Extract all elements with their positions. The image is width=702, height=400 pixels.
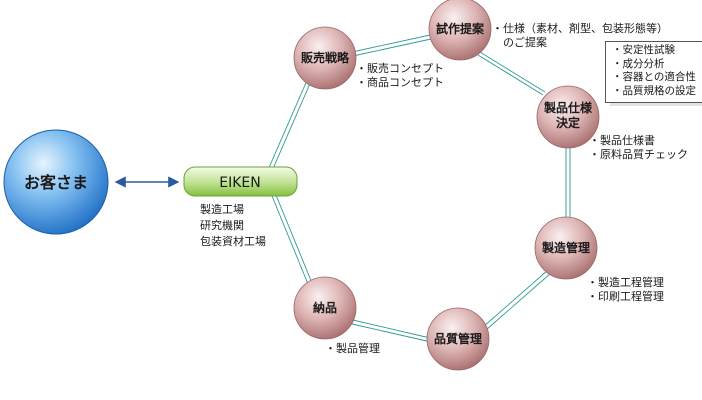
cycle-node-qc: 品質管理	[426, 307, 490, 371]
hub-facility-line: 包装資材工場	[200, 235, 266, 248]
cycle-node-delivery: 納品	[293, 276, 357, 340]
note-line: ・原料品質チェック	[589, 148, 688, 161]
cycle-node-label: 販売戦略	[301, 50, 350, 65]
note-delivery: ・製品管理	[325, 342, 380, 356]
note-trial: ・仕様（素材、剤型、包装形態等） のご提案	[492, 22, 668, 50]
spec-test-box: ・安定性試験 ・成分分析 ・容器との適合性 ・品質規格の設定	[605, 41, 702, 106]
spec-test-item: ・成分分析	[612, 57, 665, 70]
cycle-node-mfg: 製造管理	[534, 216, 598, 280]
cycle-node-sales: 販売戦略	[293, 26, 357, 90]
note-mfg: ・製造工程管理 ・印刷工程管理	[587, 276, 664, 304]
hub-facility-line: 製造工場	[200, 203, 244, 216]
note-sales: ・販売コンセプト ・商品コンセプト	[356, 62, 444, 90]
spec-test-item: ・品質規格の設定	[612, 84, 696, 97]
customer-node: お客さま	[3, 129, 109, 235]
note-line: ・製品仕様書	[589, 134, 655, 147]
hub-label: EIKEN	[219, 175, 260, 191]
note-line: ・商品コンセプト	[356, 76, 444, 89]
cycle-node-trial: 試作提案	[428, 0, 492, 61]
link-qc-delivery	[351, 319, 432, 343]
note-line: ・印刷工程管理	[587, 290, 664, 303]
cycle-node-label: 製品仕様決定	[543, 100, 593, 130]
cycle-node-label: 品質管理	[434, 331, 482, 346]
cycle-node-label: 試作提案	[436, 21, 485, 36]
link-delivery-hub	[271, 194, 313, 285]
spec-test-item: ・安定性試験	[612, 44, 675, 56]
link-spec-mfg	[565, 148, 571, 220]
note-line: ・仕様（素材、剤型、包装形態等）	[492, 22, 668, 35]
link-trial-spec	[477, 51, 546, 96]
spec-test-item: ・容器との適合性	[612, 71, 696, 83]
note-line: ・販売コンセプト	[356, 62, 444, 75]
link-sales-trial	[351, 34, 432, 57]
note-line: ・製品管理	[325, 342, 380, 355]
customer-label: お客さま	[24, 173, 88, 192]
hub-facility-list: 製造工場 研究機関 包装資材工場	[200, 202, 266, 250]
cycle-node-label: 製造管理	[541, 240, 590, 255]
cycle-links	[267, 34, 571, 343]
link-mfg-qc	[482, 269, 552, 331]
hub-facility-line: 研究機関	[200, 219, 244, 232]
link-hub-sales	[267, 77, 313, 172]
cycle-node-spec: 製品仕様決定	[536, 85, 600, 149]
note-spec: ・製品仕様書 ・原料品質チェック	[589, 134, 688, 162]
note-line: ・製造工程管理	[587, 276, 664, 289]
hub-node: EIKEN	[183, 166, 298, 197]
cycle-node-label: 納品	[313, 300, 337, 315]
note-line: のご提案	[492, 36, 547, 49]
